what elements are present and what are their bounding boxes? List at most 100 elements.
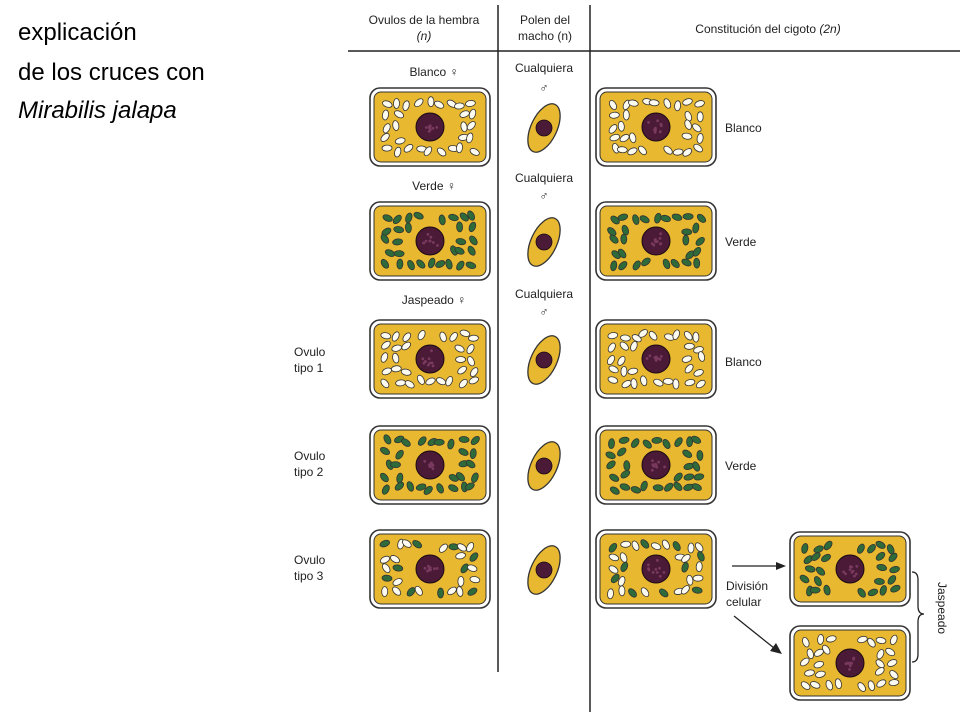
plastid <box>888 679 900 687</box>
plastid <box>687 542 695 554</box>
plastid <box>660 214 671 223</box>
plastid <box>616 146 628 154</box>
header-ovulos-2: (n) <box>417 29 432 43</box>
plastid <box>867 544 876 554</box>
plastid <box>393 250 405 258</box>
plastid <box>618 436 630 444</box>
plastid <box>381 563 391 574</box>
plastid <box>456 472 465 482</box>
plastid <box>697 351 706 362</box>
result-label-3: Blanco <box>725 355 762 369</box>
plastid <box>609 234 619 244</box>
jaspeado-bracket <box>911 571 925 663</box>
plastid <box>404 380 415 389</box>
header-cigoto: Constitución del cigoto (2n) <box>695 22 840 36</box>
plastid <box>467 210 476 221</box>
plastid <box>695 379 706 389</box>
side-label-3a: Ovulo <box>294 553 326 567</box>
plastid <box>683 473 695 481</box>
plastid <box>609 111 620 119</box>
plastid <box>695 236 705 246</box>
plastid <box>458 448 469 456</box>
plastid <box>607 342 616 353</box>
plastid <box>874 667 885 676</box>
plastid <box>417 436 427 446</box>
plastid <box>607 588 614 600</box>
plastid <box>683 331 693 341</box>
plastid <box>890 634 898 646</box>
plastid <box>466 542 475 553</box>
plastid <box>638 145 647 156</box>
plastid <box>693 369 704 377</box>
plastid <box>875 637 887 644</box>
plastid <box>467 356 475 367</box>
plastid <box>620 233 628 245</box>
plastid <box>692 123 702 133</box>
female-label-blanco: Blanco ♀ <box>409 65 458 79</box>
male-label-2a: Cualquiera <box>515 171 573 185</box>
plastid <box>620 561 629 572</box>
plastid <box>815 670 826 678</box>
plastid <box>400 368 412 376</box>
plastid <box>663 98 672 109</box>
plastid <box>628 588 637 598</box>
plastid <box>681 228 693 236</box>
plastid <box>466 132 474 144</box>
plastid <box>469 235 478 246</box>
plastid <box>394 110 404 119</box>
plastid <box>815 566 826 576</box>
plastid <box>468 108 477 120</box>
plastid <box>438 543 448 553</box>
plastid <box>390 365 402 373</box>
plastid <box>804 669 815 677</box>
side-label-1a: Ovulo <box>294 345 326 359</box>
plastid <box>674 437 683 447</box>
plastid <box>682 148 693 157</box>
plastid <box>610 260 618 272</box>
plastid <box>834 678 842 690</box>
side-label-2b: tipo 2 <box>294 465 324 479</box>
plastid <box>609 486 620 495</box>
division-label-1: División <box>726 579 768 593</box>
division-arrowhead-upper <box>776 562 786 570</box>
pollen-grain-4 <box>527 441 561 491</box>
plastid <box>888 552 898 563</box>
plastid <box>415 483 427 491</box>
plastid <box>659 588 669 598</box>
zygote-cell-5 <box>595 529 717 609</box>
plastid <box>671 213 683 221</box>
plastid <box>393 98 400 109</box>
plastid <box>651 436 663 444</box>
plastid <box>620 334 631 342</box>
plastid <box>608 438 615 449</box>
plastid <box>627 99 639 107</box>
plastid <box>631 540 640 551</box>
plastid <box>638 329 648 338</box>
plastid <box>469 552 479 562</box>
plastid <box>684 364 694 374</box>
plastid <box>439 331 447 343</box>
plastid <box>813 545 824 553</box>
plastid <box>382 109 389 121</box>
plastid <box>650 542 662 550</box>
plastid <box>804 565 816 573</box>
plastid <box>672 329 680 340</box>
plastid <box>693 473 705 481</box>
plastid <box>605 451 616 460</box>
plastid <box>813 660 825 669</box>
division-label-2: celular <box>726 595 761 609</box>
plastid <box>875 540 886 549</box>
plastid <box>406 481 415 492</box>
plastid <box>448 484 459 493</box>
plastid <box>682 98 693 106</box>
plastid <box>889 670 899 680</box>
plastid <box>817 634 825 645</box>
plastid <box>695 561 703 573</box>
plastid <box>407 260 415 271</box>
pollen-nucleus <box>535 457 553 475</box>
plastid <box>380 258 390 269</box>
pollen-nucleus <box>535 351 553 369</box>
plastid <box>471 472 479 483</box>
plastid <box>458 378 468 389</box>
male-label-1a: Cualquiera <box>515 61 573 75</box>
